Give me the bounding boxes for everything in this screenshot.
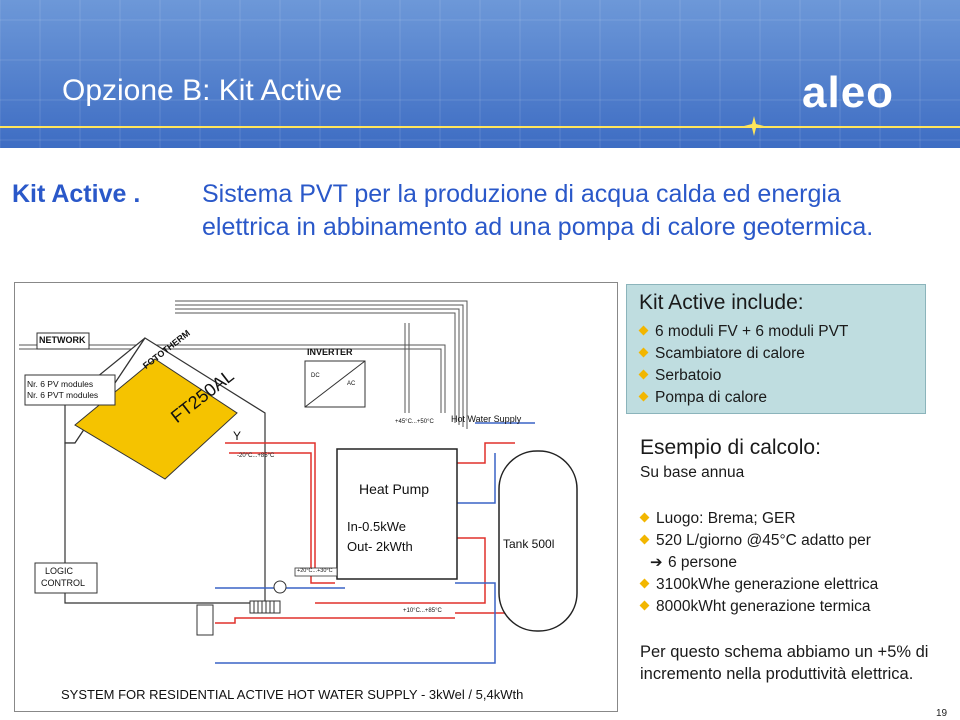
kit-includes-list: 6 moduli FV + 6 moduli PVT Scambiatore d…: [638, 321, 913, 409]
logic-control-line1: LOGIC: [45, 566, 74, 576]
kit-includes-box: Kit Active include: 6 moduli FV + 6 modu…: [626, 284, 926, 414]
diagram-caption: SYSTEM FOR RESIDENTIAL ACTIVE HOT WATER …: [61, 687, 524, 702]
bullet-icon: [639, 534, 650, 545]
tank-shape: [498, 450, 578, 632]
network-box: [36, 332, 90, 350]
hot-water-supply-label: Hot Water Supply: [451, 414, 522, 424]
aleo-logo: aleo: [802, 68, 895, 117]
network-label: NETWORK: [39, 335, 86, 345]
y-mark: Y: [233, 429, 242, 443]
list-item: Luogo: Brema; GER: [639, 508, 950, 530]
list-item: 6 moduli FV + 6 moduli PVT: [638, 321, 913, 343]
header-grid-pattern: [0, 0, 960, 148]
bullet-icon: [639, 578, 650, 589]
heat-pump-output-label: Out- 2kWth: [347, 539, 413, 554]
bullet-icon: [638, 369, 649, 380]
tank-label: Tank 500l: [503, 537, 555, 551]
kit-includes-heading: Kit Active include:: [639, 291, 804, 314]
list-item: 8000kWht generazione termica: [639, 596, 950, 618]
heat-pump-box: [336, 448, 458, 580]
calc-title: Esempio di calcolo:: [640, 436, 821, 459]
logic-control-line2: CONTROL: [41, 578, 86, 588]
modules-label-line1: Nr. 6 PV modules: [27, 379, 94, 389]
bullet-icon: [639, 512, 650, 523]
pvt-panel-roof: [74, 358, 238, 480]
slide-subtitle: Sistema PVT per la produzione di acqua c…: [202, 180, 874, 241]
heat-pump-input-label: In-0.5kWe: [347, 519, 407, 534]
roof-temp-label: -20°C...+85°C: [237, 453, 275, 459]
kit-label: Kit Active .: [12, 180, 141, 208]
ground-temp-label: +20°C...+30°C: [297, 568, 333, 574]
list-item: Serbatoio: [638, 365, 913, 387]
heat-pump-label: Heat Pump: [359, 481, 430, 497]
dc-label: DC: [311, 373, 320, 379]
list-item: Pompa di calore: [638, 387, 913, 409]
bullet-icon: [638, 347, 649, 358]
inverter-label: INVERTER: [307, 347, 353, 357]
system-diagram: NETWORK Nr. 6 PV modules Nr. 6 PVT modul…: [14, 282, 618, 712]
bullet-icon: [638, 325, 649, 336]
calc-subtitle: Su base annua: [640, 464, 745, 481]
sparkle-icon: [744, 116, 764, 136]
list-item: 520 L/giorno @45°C adatto per: [639, 530, 950, 552]
list-item: 3100kWhe generazione elettrica: [639, 574, 950, 596]
arrow-right-icon: ➔: [650, 554, 663, 571]
logic-control-box: [34, 562, 98, 594]
bullet-icon: [638, 391, 649, 402]
list-item: ➔6 persone: [640, 552, 950, 574]
supply-temp-label: +45°C...+50°C: [395, 419, 434, 425]
note-text: Per questo schema abbiamo un +5% di incr…: [640, 643, 929, 683]
slide-header: Opzione B: Kit Active aleo: [0, 0, 960, 148]
modules-box: [24, 374, 116, 406]
ac-label: AC: [347, 381, 356, 387]
modules-label-line2: Nr. 6 PVT modules: [27, 390, 99, 400]
list-item: Scambiatore di calore: [638, 343, 913, 365]
page-number: 19: [936, 708, 948, 719]
diagram-drawing: [19, 300, 578, 664]
header-divider: [0, 126, 960, 128]
bullet-icon: [639, 600, 650, 611]
return-temp-label: +10°C...+85°C: [403, 608, 442, 614]
calc-list: Luogo: Brema; GER 520 L/giorno @45°C ada…: [639, 508, 950, 618]
slide-title: Opzione B: Kit Active: [62, 74, 343, 107]
